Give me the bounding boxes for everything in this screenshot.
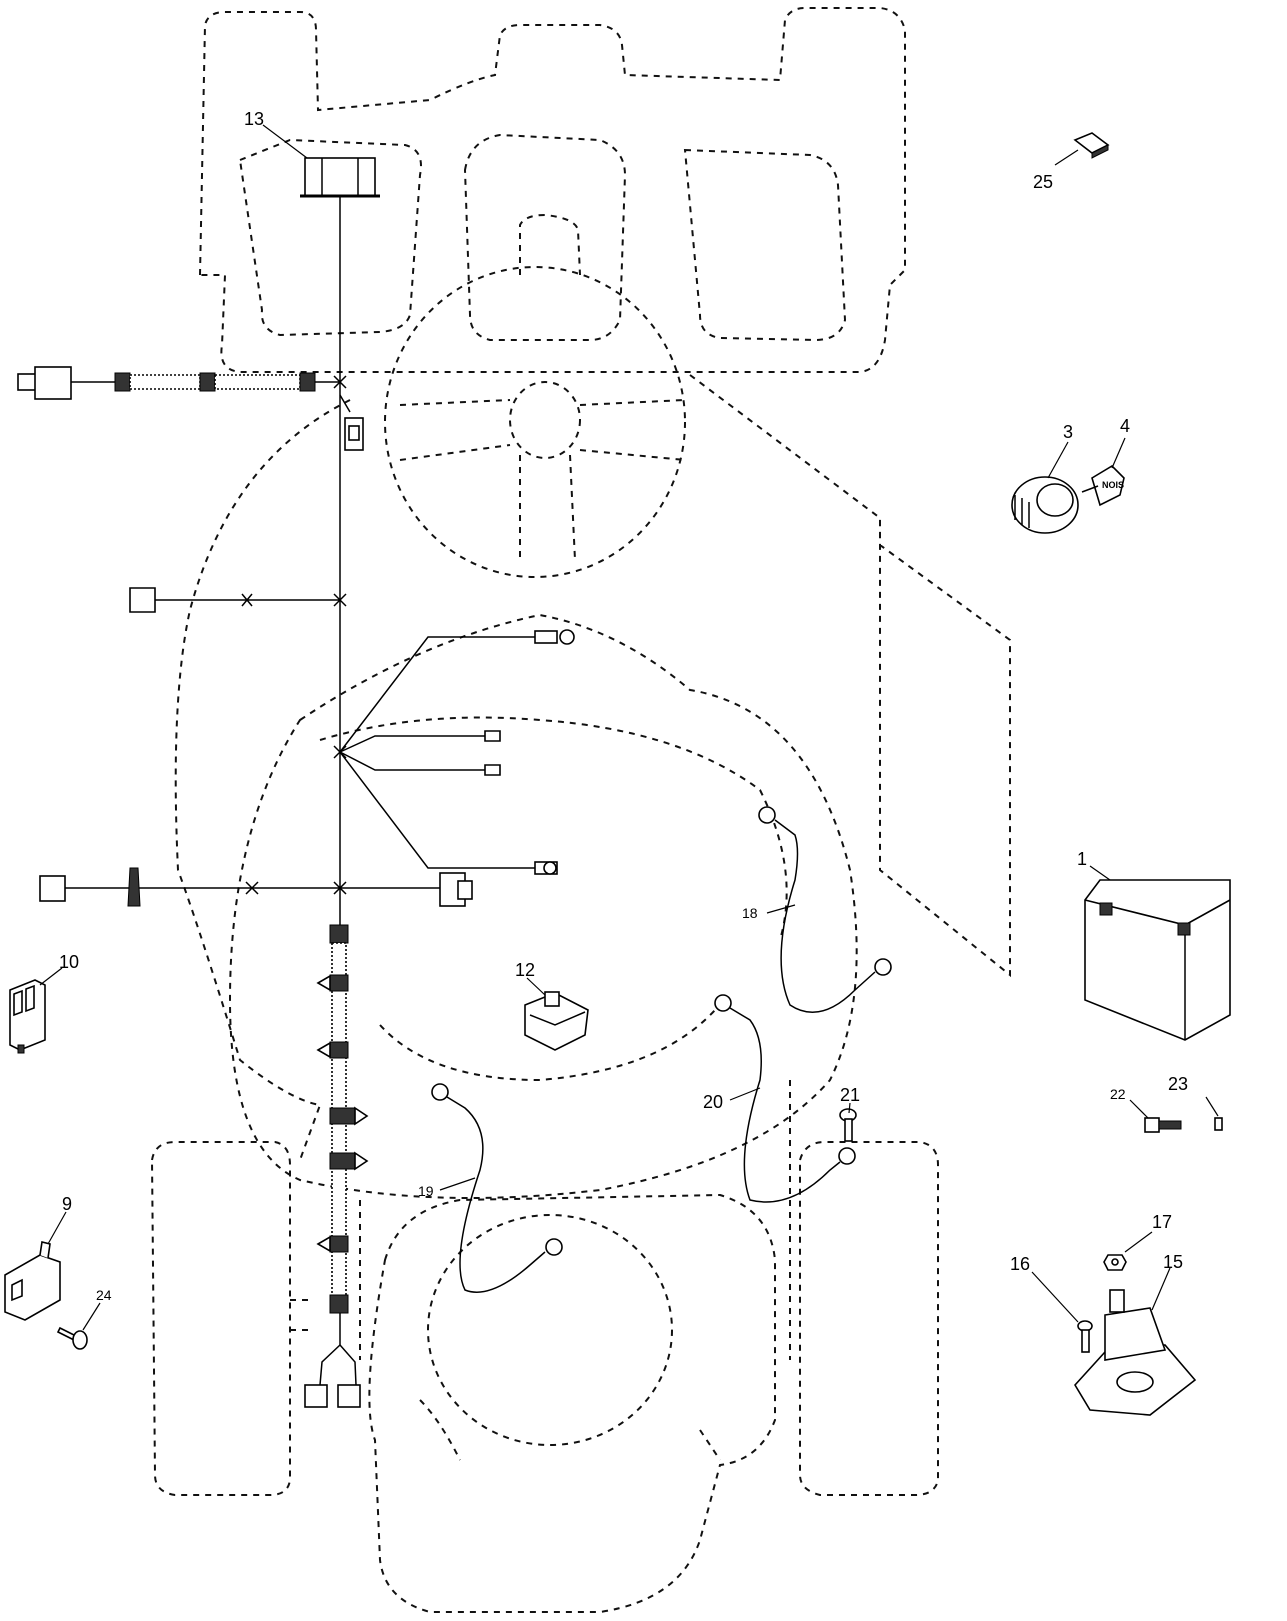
screw-24 <box>56 1326 88 1350</box>
right-body-outline <box>689 374 1011 978</box>
callout-15: 15 <box>1163 1252 1183 1272</box>
nut-17 <box>1103 1254 1127 1271</box>
ring-branches <box>333 629 575 875</box>
dash-left-pocket <box>238 138 422 337</box>
callout-labels: 13 25 3 4 1 10 12 18 20 19 21 22 23 9 24… <box>59 109 1188 1303</box>
steering-spoke-left <box>399 399 511 461</box>
dash-center-pocket <box>463 133 627 341</box>
callout-21: 21 <box>840 1085 860 1105</box>
bolt-16 <box>1077 1320 1093 1353</box>
battery-1 <box>1084 879 1231 1041</box>
pto-switch-9 <box>4 1241 61 1321</box>
steering-spoke-bottom <box>519 454 576 561</box>
callout-16: 16 <box>1010 1254 1030 1274</box>
bolt-22 <box>1144 1117 1182 1133</box>
callout-24: 24 <box>96 1287 112 1303</box>
callout-18: 18 <box>742 905 758 921</box>
nut-23 <box>1214 1117 1223 1131</box>
callout-17: 17 <box>1152 1212 1172 1232</box>
steering-spoke-right <box>579 399 686 461</box>
callout-20: 20 <box>703 1092 723 1112</box>
callout-19: 19 <box>418 1183 434 1199</box>
bolt-21 <box>839 1108 857 1142</box>
lower-braided-section <box>304 924 369 1408</box>
callout-3: 3 <box>1063 422 1073 442</box>
rear-left-wheel-outline <box>150 1141 291 1496</box>
ignition-switch-3 <box>1011 476 1079 534</box>
rear-axle-circle <box>427 1214 673 1446</box>
branch-600 <box>129 587 347 613</box>
seat-switch-10 <box>9 979 46 1054</box>
callout-25: 25 <box>1033 172 1053 192</box>
left-braided-branch <box>17 366 347 400</box>
callout-9: 9 <box>62 1194 72 1214</box>
key-marking: NOIS <box>1102 480 1124 490</box>
steering-column-outline <box>519 213 581 276</box>
callout-22: 22 <box>1110 1086 1126 1102</box>
seat-outline <box>228 613 858 1199</box>
seat-inner-outline <box>319 716 788 1082</box>
callout-12: 12 <box>515 960 535 980</box>
rear-frame-outline <box>290 1080 791 1461</box>
dash-panel-outline <box>198 7 906 373</box>
rear-right-wheel-outline <box>799 1141 939 1496</box>
callout-10: 10 <box>59 952 79 972</box>
ground-cable-19 <box>431 1083 563 1293</box>
steering-wheel-outline <box>384 266 686 578</box>
relay-12 <box>524 991 589 1051</box>
branch-888 <box>39 867 473 907</box>
battery-cable-18 <box>758 806 892 1013</box>
rear-deck-outline <box>368 1193 776 1613</box>
main-wiring-harness <box>17 157 575 1408</box>
seat-switch-connector <box>339 394 364 451</box>
starter-solenoid-15 <box>1074 1289 1197 1416</box>
dash-right-pocket <box>683 148 847 342</box>
ignition-key-4: NOIS <box>1081 464 1125 507</box>
callout-13: 13 <box>244 109 264 129</box>
fuse-25 <box>1073 132 1110 159</box>
callout-leaders <box>39 124 1219 1331</box>
callout-23: 23 <box>1168 1074 1188 1094</box>
battery-cable-20 <box>714 994 856 1203</box>
tractor-phantom-outline <box>150 7 1011 1613</box>
steering-hub-outline <box>509 381 581 459</box>
callout-1: 1 <box>1077 849 1087 869</box>
callout-4: 4 <box>1120 416 1130 436</box>
connector-13 <box>300 157 380 198</box>
body-outer-outline <box>174 399 351 1161</box>
